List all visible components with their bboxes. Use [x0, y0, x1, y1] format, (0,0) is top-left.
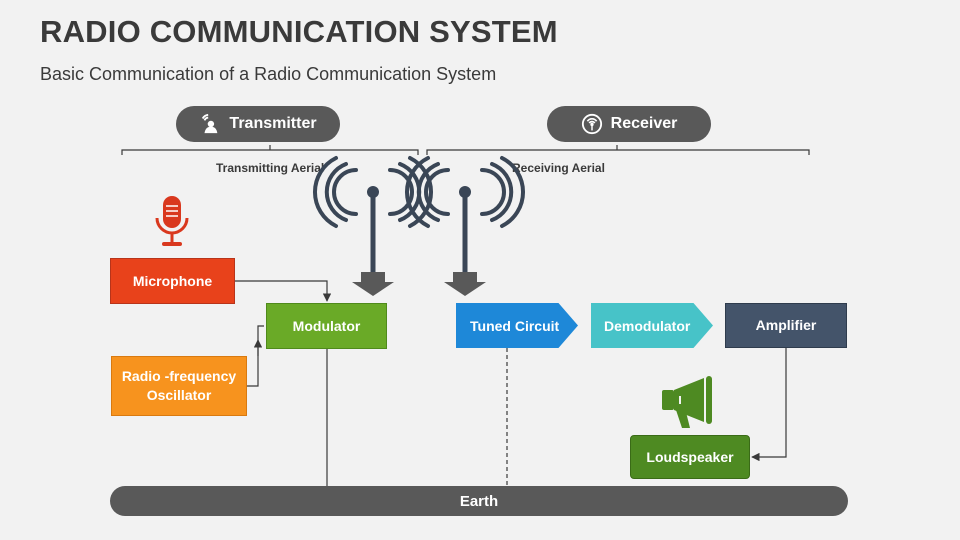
tuned-circuit-block: Tuned Circuit — [456, 303, 578, 348]
transmitter-bracket — [121, 145, 419, 155]
transmitting-aerial-label: Transmitting Aerial — [216, 161, 325, 175]
receiver-label: Receiver — [610, 115, 678, 132]
tuned-circuit-label: Tuned Circuit — [470, 317, 560, 334]
oscillator-block: Radio -frequency Oscillator — [111, 356, 247, 416]
receiver-icon — [581, 113, 602, 135]
megaphone-icon — [662, 376, 712, 428]
receiver-pill: Receiver — [547, 106, 711, 142]
mic-to-modulator-line — [235, 280, 332, 302]
oscillator-label-line2: Oscillator — [146, 387, 212, 403]
amplifier-block: Amplifier — [725, 303, 847, 348]
oscillator-to-modulator-line — [247, 325, 264, 387]
demodulator-block: Demodulator — [591, 303, 713, 348]
amplifier-label: Amplifier — [755, 317, 817, 333]
antenna-icon — [405, 156, 525, 228]
earth-bar: Earth — [110, 486, 848, 516]
receiver-bracket — [426, 145, 810, 155]
page-subtitle: Basic Communication of a Radio Communica… — [40, 64, 497, 84]
loudspeaker-block: Loudspeaker — [630, 435, 750, 479]
oscillator-label-line1: Radio -frequency — [121, 368, 237, 384]
transmitter-label: Transmitter — [229, 115, 317, 132]
receiving-aerial-label: Receiving Aerial — [512, 161, 605, 175]
modulator-label: Modulator — [292, 317, 361, 334]
amplifier-to-speaker-line — [751, 348, 787, 462]
loudspeaker-label: Loudspeaker — [646, 448, 734, 465]
page-title: RADIO COMMUNICATION SYSTEM — [40, 14, 558, 49]
microphone-icon — [155, 196, 189, 246]
demodulator-label: Demodulator — [604, 317, 691, 334]
modulator-block: Modulator — [266, 303, 387, 349]
microphone-label: Microphone — [132, 272, 213, 289]
transmitter-pill: Transmitter — [176, 106, 340, 142]
earth-label: Earth — [459, 492, 499, 510]
transmitter-icon — [202, 113, 218, 134]
microphone-block: Microphone — [110, 258, 235, 304]
